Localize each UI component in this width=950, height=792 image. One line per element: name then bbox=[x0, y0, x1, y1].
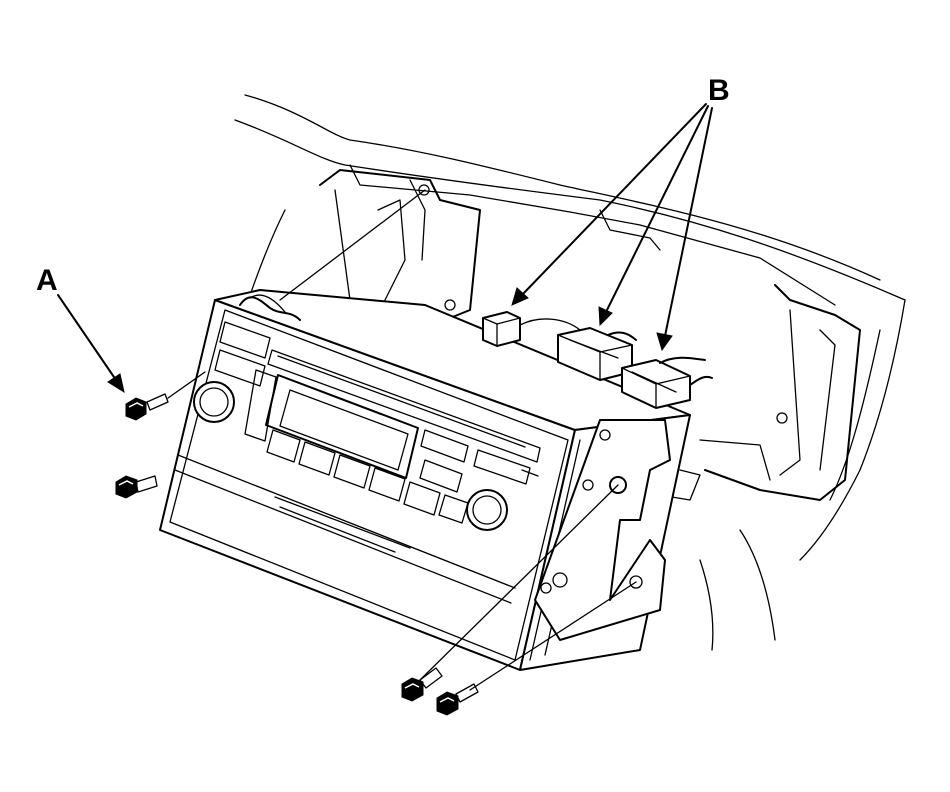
callout-label-b: B bbox=[708, 74, 730, 107]
mounting-cavity bbox=[319, 169, 861, 501]
callout-arrows-b bbox=[511, 103, 713, 352]
radio-unit bbox=[159, 289, 691, 671]
callout-label-a: A bbox=[36, 264, 58, 297]
bolt-leader-lines bbox=[167, 189, 637, 691]
bolt-a-lower bbox=[115, 475, 158, 499]
dashboard-outline bbox=[234, 94, 906, 651]
callout-arrow-a bbox=[57, 294, 125, 394]
connectors bbox=[482, 311, 713, 409]
bolt-lower-left bbox=[401, 667, 443, 702]
bolt-lower-right bbox=[436, 683, 479, 716]
bolt-a-upper bbox=[125, 393, 169, 421]
